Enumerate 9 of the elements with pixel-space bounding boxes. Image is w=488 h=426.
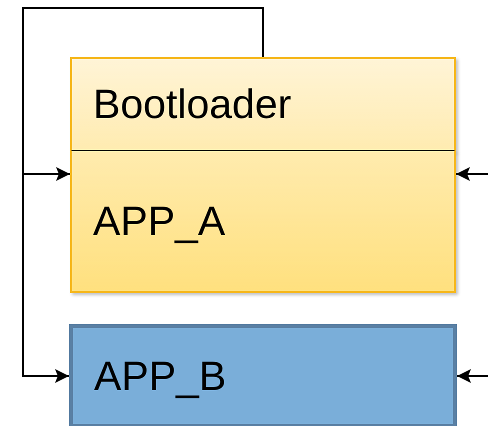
section-label: Bootloader	[92, 84, 292, 125]
arrow	[457, 369, 488, 383]
app-box	[69, 324, 457, 426]
app-section	[70, 151, 456, 293]
section-label: APP_B	[93, 356, 226, 396]
arrow	[22, 7, 264, 383]
bootloader-section	[70, 57, 456, 152]
section-label: APP_A	[92, 200, 226, 242]
arrow	[456, 167, 488, 181]
